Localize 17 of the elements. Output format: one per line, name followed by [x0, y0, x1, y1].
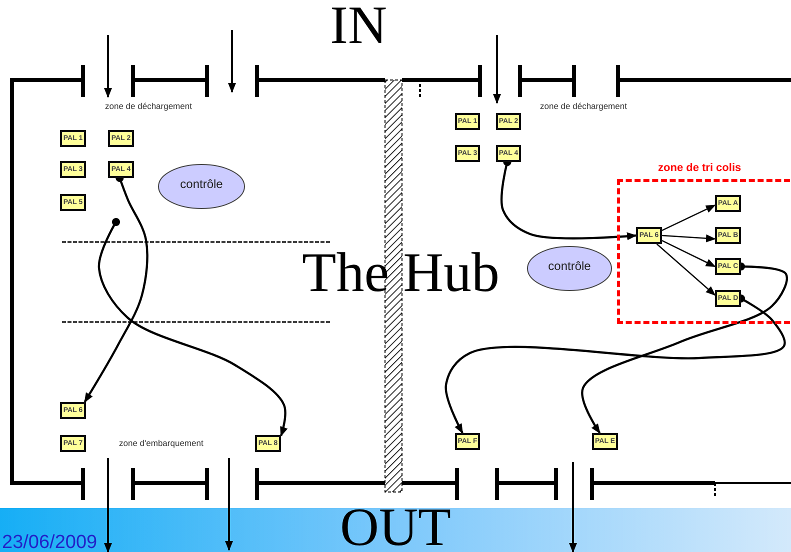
connector-arrow — [444, 294, 786, 434]
zone-label: zone de déchargement — [540, 101, 627, 111]
connector-arrow — [656, 244, 716, 296]
in-label: IN — [330, 0, 387, 52]
zone-label: zone d'embarquement — [119, 438, 204, 448]
out-label: OUT — [340, 500, 451, 552]
connector-arrow — [98, 218, 288, 437]
control-ellipse: contrôle — [527, 246, 612, 291]
date-text: 23/06/2009 — [2, 532, 98, 552]
connector-arrow — [662, 240, 716, 268]
connector-arrow — [662, 234, 716, 242]
hub-title: The Hub — [302, 245, 500, 301]
connector-arrow — [662, 204, 716, 231]
zone-label: zone de déchargement — [105, 101, 192, 111]
connector-arrow — [581, 262, 788, 434]
zone-heading: zone de tri colis — [658, 162, 742, 174]
control-ellipse: contrôle — [158, 164, 245, 209]
